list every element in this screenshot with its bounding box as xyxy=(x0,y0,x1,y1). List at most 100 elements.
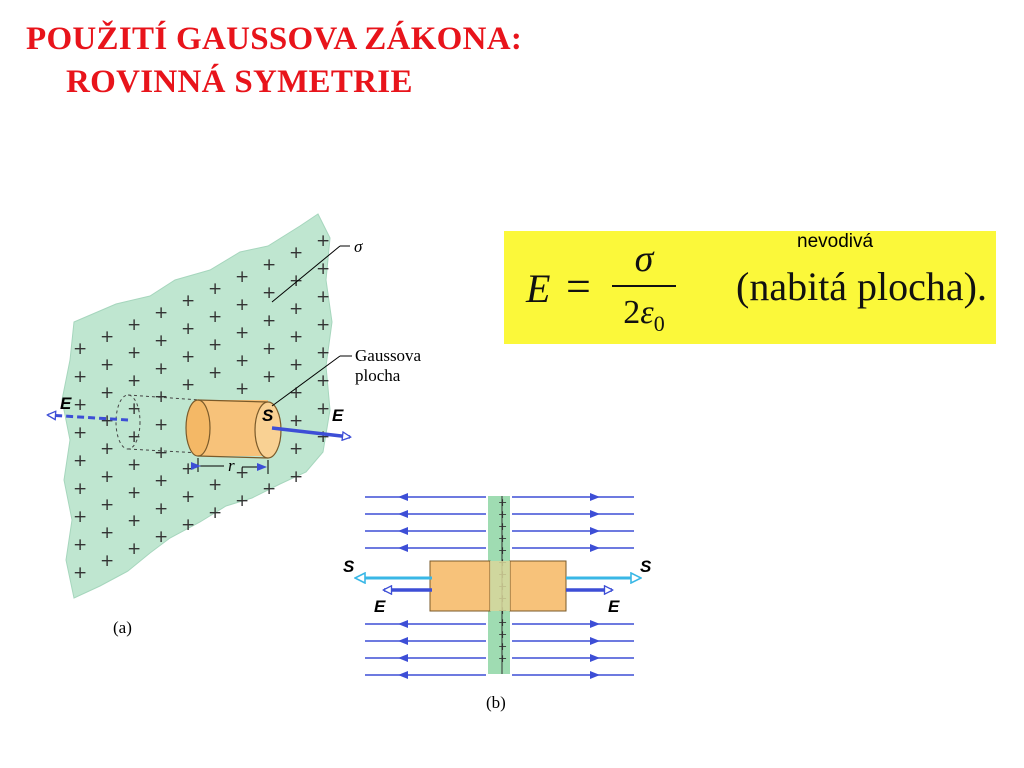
gaussian-dashed-bottom xyxy=(127,448,201,454)
field-line-arrowhead xyxy=(590,637,600,645)
plus-sign: + xyxy=(316,343,330,363)
plus-sign: + xyxy=(181,319,195,339)
plus-sign: + xyxy=(127,511,141,531)
plus-sign: + xyxy=(498,652,507,665)
plus-sign: + xyxy=(154,471,168,491)
field-line-arrowhead xyxy=(590,671,600,679)
plus-sign: + xyxy=(154,443,168,463)
e-label-right-b: E xyxy=(608,597,620,616)
plus-sign: + xyxy=(181,487,195,507)
plus-sign: + xyxy=(100,439,114,459)
plus-sign: + xyxy=(316,315,330,335)
plus-sign: + xyxy=(127,315,141,335)
s-label-left-b: S xyxy=(343,557,355,576)
plus-sign: + xyxy=(316,371,330,391)
plus-sign: + xyxy=(498,496,507,509)
plus-sign: + xyxy=(235,295,249,315)
sigma-leader xyxy=(271,245,341,303)
plus-sign: + xyxy=(235,351,249,371)
plus-sign: + xyxy=(498,520,507,533)
title-line-1: POUŽITÍ GAUSSOVA ZÁKONA: xyxy=(26,21,523,57)
plus-sign: + xyxy=(127,455,141,475)
plus-sign: + xyxy=(498,532,507,545)
plus-sign: + xyxy=(73,451,87,471)
plus-sign: + xyxy=(235,267,249,287)
field-lines xyxy=(365,493,634,679)
plus-sign: + xyxy=(262,283,276,303)
gaussian-back-end xyxy=(115,394,141,450)
plus-sign: + xyxy=(208,279,222,299)
plus-sign: + xyxy=(73,367,87,387)
plus-sign: + xyxy=(181,347,195,367)
plus-sign: + xyxy=(289,467,303,487)
field-line-arrowhead xyxy=(590,527,600,535)
plus-sign: + xyxy=(73,563,87,583)
plus-sign: + xyxy=(73,339,87,359)
page-title: POUŽITÍ GAUSSOVA ZÁKONA: ROVINNÁ SYMETRI… xyxy=(26,18,522,104)
plus-sign: + xyxy=(316,231,330,251)
plus-sign: + xyxy=(235,463,249,483)
field-line-arrowhead xyxy=(590,493,600,501)
field-line-arrowhead xyxy=(590,544,600,552)
plus-sign: + xyxy=(235,323,249,343)
plus-sign: + xyxy=(208,307,222,327)
plus-sign: + xyxy=(208,503,222,523)
plus-sign: + xyxy=(73,423,87,443)
plus-sign: + xyxy=(262,479,276,499)
plus-sign: + xyxy=(316,287,330,307)
field-line-arrowhead xyxy=(398,637,408,645)
field-line-arrowhead xyxy=(590,510,600,518)
gaussian-dashed-top xyxy=(127,394,201,401)
caption-a: (a) xyxy=(113,618,132,637)
plus-sign: + xyxy=(127,483,141,503)
plus-sign: + xyxy=(208,335,222,355)
plus-sign: + xyxy=(100,495,114,515)
plus-sign: + xyxy=(235,491,249,511)
plus-sign: + xyxy=(127,427,141,447)
cylinder-right-half xyxy=(509,560,567,612)
gaussian-cylinder xyxy=(185,399,282,459)
plus-sign: + xyxy=(289,439,303,459)
sigma-label: σ xyxy=(354,237,363,256)
plus-sign: + xyxy=(127,371,141,391)
plus-sign: + xyxy=(154,499,168,519)
plus-sign: + xyxy=(154,527,168,547)
title-line-2: ROVINNÁ SYMETRIE xyxy=(66,64,413,100)
plus-sign: + xyxy=(289,271,303,291)
gauss-label-line1: Gaussova xyxy=(355,346,422,365)
formula-box: E = σ 2ε0 (nabitá plocha). xyxy=(504,231,996,344)
plus-sign: + xyxy=(262,339,276,359)
plus-sign: + xyxy=(127,343,141,363)
plus-sign: + xyxy=(100,411,114,431)
plus-sign: + xyxy=(316,259,330,279)
plus-sign: + xyxy=(154,415,168,435)
cylinder-left-half xyxy=(429,560,491,612)
denominator-symbol: ε xyxy=(640,294,654,331)
plus-sign: + xyxy=(127,399,141,419)
plus-sign: + xyxy=(498,508,507,521)
gauss-label-line2: plocha xyxy=(355,366,401,385)
denominator-coef: 2 xyxy=(623,294,641,331)
field-line-arrowhead xyxy=(398,620,408,628)
plus-sign: + xyxy=(100,327,114,347)
formula-lhs: E xyxy=(526,266,551,311)
fraction-bar xyxy=(612,285,676,287)
plus-sign: + xyxy=(181,515,195,535)
field-arrow-left-dashed xyxy=(48,415,129,422)
plus-sign: + xyxy=(100,551,114,571)
formula-fraction: σ 2ε0 xyxy=(612,237,676,344)
denominator-sub: 0 xyxy=(653,310,665,336)
plus-sign: + xyxy=(100,523,114,543)
field-line-arrowhead xyxy=(398,510,408,518)
plus-sign: + xyxy=(208,363,222,383)
s-label-a: S xyxy=(262,406,274,425)
plus-sign: + xyxy=(316,399,330,419)
plus-sign: + xyxy=(498,616,507,629)
e-label-right-a: E xyxy=(332,406,344,425)
r-dimension xyxy=(191,458,269,474)
plus-sign: + xyxy=(127,539,141,559)
field-line-arrowhead xyxy=(590,620,600,628)
field-line-arrowhead xyxy=(398,544,408,552)
plus-sign: + xyxy=(208,475,222,495)
